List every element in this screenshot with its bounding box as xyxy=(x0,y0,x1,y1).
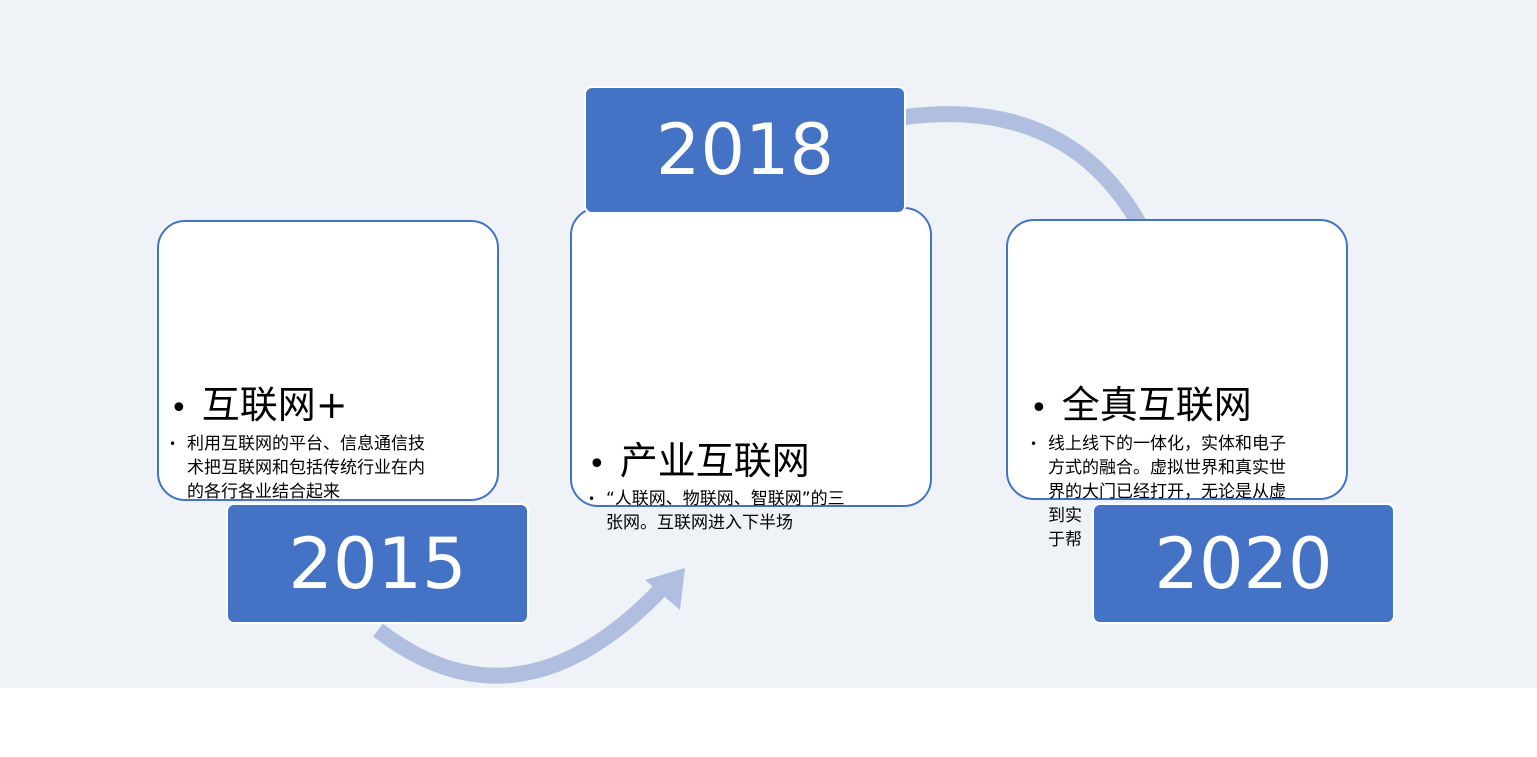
desc-line: 术把互联网和包括传统行业在内 xyxy=(187,458,425,478)
arrow-2018-to-2020 xyxy=(904,106,1158,249)
title-text: 全真互联网 xyxy=(1061,383,1252,427)
stage-title-2015: •互联网+ xyxy=(170,383,348,427)
card-2015 xyxy=(157,220,499,501)
stage-desc-2020: • 线上线下的一体化，实体和电子 方式的融合。虚拟世界和真实世 界的大门已经打开… xyxy=(1030,434,1286,550)
desc-line: 的各行各业结合起来 xyxy=(187,482,340,502)
arrow-head-1 xyxy=(645,568,685,610)
desc-line: 界的大门已经打开，无论是从虚 xyxy=(1048,482,1286,502)
year-box-2015: 2015 xyxy=(226,503,529,624)
stage-title-2020: •全真互联网 xyxy=(1030,383,1252,427)
desc-line: 于帮 xyxy=(1048,530,1082,550)
stage-desc-2015: • 利用互联网的平台、信息通信技 术把互联网和包括传统行业在内 的各行各业结合起… xyxy=(169,434,425,502)
title-text: 产业互联网 xyxy=(619,439,810,483)
desc-line: 线上线下的一体化，实体和电子 xyxy=(1048,434,1286,454)
desc-line: 利用互联网的平台、信息通信技 xyxy=(187,434,425,454)
desc-line: 方式的融合。虚拟世界和真实世 xyxy=(1048,458,1286,478)
desc-line: 张网。互联网进入下半场 xyxy=(606,513,793,533)
arrow-2015-to-2018 xyxy=(373,579,671,684)
year-box-2020: 2020 xyxy=(1092,503,1395,624)
title-text: 互联网+ xyxy=(201,383,348,427)
year-box-2018: 2018 xyxy=(584,86,906,214)
stage-desc-2018: • “人联网、物联网、智联网”的三 张网。互联网进入下半场 xyxy=(588,489,845,533)
card-2018 xyxy=(570,207,932,507)
card-2020 xyxy=(1006,219,1348,500)
desc-line: “人联网、物联网、智联网”的三 xyxy=(606,489,845,509)
stage-title-2018: •产业互联网 xyxy=(588,439,810,483)
desc-line: 到实 xyxy=(1048,506,1082,526)
